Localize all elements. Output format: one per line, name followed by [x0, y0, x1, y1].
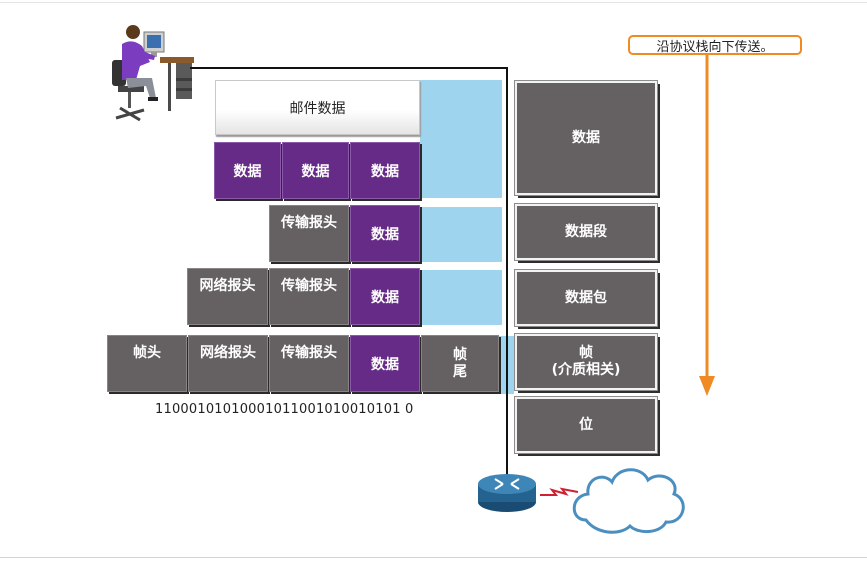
network-header-label: 网络报头	[199, 278, 256, 294]
cloud-icon	[572, 468, 685, 534]
bit-stream: 11000101010001011001010010101 0	[155, 402, 414, 417]
network-header-cell: 网络报头	[187, 268, 268, 325]
data-cell: 数据	[282, 142, 349, 199]
mail-data-label: 邮件数据	[289, 100, 346, 117]
encapsulation-band	[420, 207, 502, 262]
network-header-cell: 网络报头	[188, 335, 268, 392]
arrow-down-head	[699, 376, 715, 396]
data-cell-label: 数据	[371, 163, 399, 180]
data-cell-label: 数据	[301, 163, 330, 180]
transport-header-cell: 传输报头	[269, 268, 349, 325]
pdu-data-label: 数据	[572, 129, 600, 146]
data-cell: 数据	[350, 142, 420, 199]
pdu-segment-box: 数据段	[514, 203, 658, 261]
pdu-bits-box: 位	[514, 396, 658, 454]
direction-callout-label: 沿协议栈向下传送。	[656, 39, 774, 55]
encapsulation-band	[420, 270, 502, 325]
frame-trailer-label: 帧 尾	[453, 346, 467, 380]
pdu-data-box: 数据	[514, 80, 658, 196]
transport-header-label: 传输报头	[281, 215, 337, 231]
pdu-packet-box: 数据包	[514, 269, 658, 327]
top-divider	[0, 2, 867, 3]
frame-header-label: 帧头	[133, 345, 161, 361]
bottom-divider	[0, 557, 867, 558]
mail-data-box: 邮件数据	[215, 80, 420, 135]
pdu-frame-box: 帧 (介质相关)	[514, 333, 658, 391]
direction-callout: 沿协议栈向下传送。	[628, 35, 802, 55]
serial-link-icon	[540, 487, 579, 496]
frame-trailer-cell: 帧 尾	[421, 335, 499, 392]
data-cell: 数据	[350, 205, 420, 262]
encapsulation-band	[420, 80, 502, 198]
pdu-bits-label: 位	[579, 416, 593, 433]
cable-line	[190, 67, 508, 478]
transport-header-label: 传输报头	[281, 345, 337, 361]
pdu-segment-label: 数据段	[565, 223, 607, 240]
transport-header-cell: 传输报头	[269, 335, 349, 392]
data-cell: 数据	[350, 335, 420, 392]
transport-header-cell: 传输报头	[269, 205, 349, 262]
data-cell: 数据	[350, 268, 420, 325]
transport-header-label: 传输报头	[281, 278, 337, 294]
data-cell: 数据	[214, 142, 281, 199]
pdu-packet-label: 数据包	[565, 289, 607, 306]
data-cell-label: 数据	[371, 226, 399, 243]
network-header-label: 网络报头	[200, 345, 256, 361]
data-cell-label: 数据	[233, 163, 262, 180]
data-cell-label: 数据	[371, 289, 399, 306]
router-icon	[478, 474, 536, 512]
frame-header-cell: 帧头	[107, 335, 187, 392]
data-cell-label: 数据	[371, 356, 399, 373]
pdu-frame-label: 帧 (介质相关)	[551, 345, 621, 378]
